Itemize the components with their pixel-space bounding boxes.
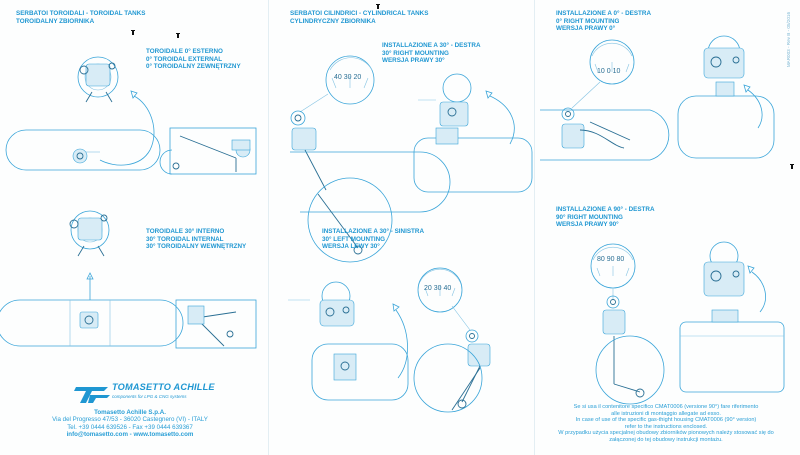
heading-line-1: INSTALLAZIONE A 90° - DESTRA bbox=[556, 206, 655, 213]
heading-line-2: 30° LEFT MOUNTING bbox=[322, 235, 386, 243]
fold-line-left bbox=[268, 0, 269, 455]
heading-line-3: WERSJA PRAWY 90° bbox=[556, 221, 619, 229]
drawing-left-30 bbox=[288, 267, 491, 413]
heading-line-1: INSTALLAZIONE A 0° - DESTRA bbox=[556, 10, 651, 17]
heading-line-3: 0° TOROIDALNY ZEWNĘTRZNY bbox=[146, 63, 241, 71]
housing-note: Se si usa il contenitore specifico CMAT0… bbox=[536, 404, 796, 444]
drawing-toroidal-0 bbox=[5, 56, 257, 175]
heading-line-1: TOROIDALE 0° ESTERNO bbox=[146, 48, 223, 55]
company-logo: TOMASETTO ACHILLE components for LPG & C… bbox=[74, 381, 215, 407]
heading-line-3: WERSJA PRAWY 0° bbox=[556, 25, 616, 33]
heading-line-1: TOROIDALE 30° INTERNO bbox=[146, 228, 225, 235]
heading-line-3: 30° TOROIDALNY WEWNĘTRZNY bbox=[146, 243, 247, 251]
logo-mark-icon bbox=[74, 387, 110, 403]
drawing-right-90 bbox=[590, 241, 785, 405]
heading-line-2: 0° RIGHT MOUNTING bbox=[556, 17, 620, 25]
toroidal-0-heading: TOROIDALE 0° ESTERNO 0° TOROIDAL EXTERNA… bbox=[146, 48, 241, 71]
title-line-2: TOROIDALNY ZBIORNIKA bbox=[16, 17, 95, 25]
right-90-heading: INSTALLAZIONE A 90° - DESTRA 90° RIGHT M… bbox=[556, 206, 655, 229]
drawing-right-0 bbox=[540, 35, 775, 161]
toroidal-30-heading: TOROIDALE 30° INTERNO 30° TOROIDAL INTER… bbox=[146, 228, 246, 251]
company-name: Tomasetto Achille S.p.A. bbox=[94, 409, 166, 416]
dial-label-left-30: 20 30 40 bbox=[424, 285, 452, 292]
title-line-1: SERBATOI CILINDRICI - CYLINDRICAL TANKS bbox=[290, 10, 429, 17]
heading-line-3: WERSJA LEWY 30° bbox=[322, 243, 380, 251]
drawing-right-30 bbox=[290, 55, 533, 263]
left-30-heading: INSTALLAZIONE A 30° - SINISTRA 30° LEFT … bbox=[322, 228, 424, 251]
toroidal-tanks-title: SERBATOI TOROIDALI - TOROIDAL TANKS TORO… bbox=[16, 10, 145, 25]
note-line: refer to the instructions enclosed. bbox=[624, 423, 708, 430]
cylindrical-tanks-title: SERBATOI CILINDRICI - CYLINDRICAL TANKS … bbox=[290, 10, 428, 25]
title-line-1: SERBATOI TOROIDALI - TOROIDAL TANKS bbox=[16, 10, 146, 17]
note-line: alle istruzioni di montaggio allegate ad… bbox=[611, 410, 721, 417]
heading-line-2: 0° TOROIDAL EXTERNAL bbox=[146, 55, 223, 63]
crop-mark bbox=[176, 33, 180, 38]
heading-line-3: WERSJA PRAWY 30° bbox=[382, 57, 445, 65]
dial-label-right-90: 80 90 80 bbox=[597, 256, 625, 263]
dial-label-right-0: 10 0 10 bbox=[597, 68, 621, 75]
logo-name: TOMASETTO ACHILLE bbox=[112, 382, 215, 392]
company-phone: Tel. +39 0444 639526 - Fax +39 0444 6393… bbox=[67, 423, 193, 431]
heading-line-2: 30° TOROIDAL INTERNAL bbox=[146, 235, 224, 243]
document-code: MAR003 - Rev B - 05/2016 bbox=[786, 12, 791, 68]
right-0-heading: INSTALLAZIONE A 0° - DESTRA 0° RIGHT MOU… bbox=[556, 10, 651, 33]
note-line: załączonej do tej obudowy instrukcji mon… bbox=[609, 436, 723, 443]
heading-line-2: 90° RIGHT MOUNTING bbox=[556, 213, 623, 221]
crop-mark bbox=[376, 4, 380, 9]
company-info: Tomasetto Achille S.p.A. Via del Progres… bbox=[30, 409, 230, 439]
crop-mark bbox=[131, 30, 135, 35]
fold-line-right bbox=[534, 0, 535, 455]
note-line: Se si usa il contenitore specifico CMAT0… bbox=[573, 404, 759, 410]
logo-tagline: components for LPG & CNG systems bbox=[112, 394, 187, 399]
company-address: Via del Progresso 47/53 - 36020 Castegne… bbox=[52, 416, 208, 424]
company-contact: info@tomasetto.com - www.tomasetto.com bbox=[66, 431, 194, 439]
crop-mark bbox=[790, 164, 794, 169]
note-line: W przypadku użycia specjalnej obudowy zb… bbox=[558, 430, 774, 437]
heading-line-1: INSTALLAZIONE A 30° - DESTRA bbox=[382, 42, 481, 49]
dial-label-right-30: 40 30 20 bbox=[334, 74, 362, 81]
heading-line-1: INSTALLAZIONE A 30° - SINISTRA bbox=[322, 228, 424, 235]
heading-line-2: 30° RIGHT MOUNTING bbox=[382, 49, 449, 57]
right-30-heading: INSTALLAZIONE A 30° - DESTRA 30° RIGHT M… bbox=[382, 42, 481, 65]
title-line-2: CYLINDRYCZNY ZBIORNIKA bbox=[290, 17, 376, 25]
drawing-toroidal-30 bbox=[0, 210, 257, 349]
note-line: In case of use of the specific gas-thigh… bbox=[575, 417, 757, 424]
